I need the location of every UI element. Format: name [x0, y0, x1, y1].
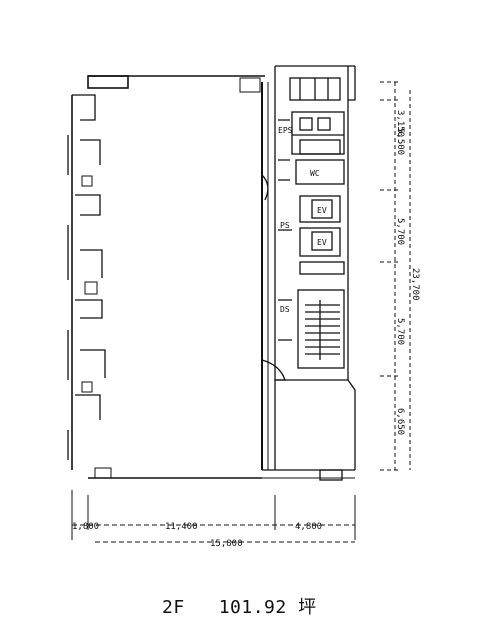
dim-right-mid: 5,700 [395, 218, 405, 245]
floor-label: 2F [162, 597, 185, 618]
dim-right-bottom: 6,650 [395, 408, 405, 435]
room-labels: EV EV PS EPS WC DS [278, 126, 327, 314]
wc-label: WC [310, 169, 320, 178]
dim-bottom-main: 11,400 [165, 522, 198, 532]
floor-area-unit: 坪 [298, 597, 317, 618]
floor-area-value: 101.92 [218, 597, 287, 618]
corner-block-tl [87, 75, 129, 89]
core-area [261, 65, 356, 470]
left-window-columns [67, 94, 106, 460]
dim-right-total: 23,700 [410, 268, 420, 301]
dim-bottom-total: 15,800 [210, 539, 243, 549]
ps-label: PS [280, 221, 290, 230]
dim-right-upper: 5,500 [395, 128, 405, 155]
dim-right-lower: 5,700 [395, 318, 405, 345]
dimension-labels: 3,150 5,500 5,700 5,700 6,650 23,700 1,8… [72, 110, 420, 549]
column-markers [81, 175, 112, 479]
dim-bottom-small: 1,800 [72, 522, 99, 532]
dim-right-top: 3,150 [395, 110, 405, 137]
stair-label: DS [280, 305, 290, 314]
bottom-dimension-lines [71, 490, 356, 543]
ev-label-2: EV [317, 238, 327, 247]
eps-label: EPS [278, 126, 293, 135]
floor-caption: 2F 101.92 坪 [162, 593, 317, 619]
dim-bottom-right: 4,800 [295, 522, 322, 532]
right-dimension-lines [380, 81, 411, 471]
ev-label-1: EV [317, 206, 327, 215]
lower-right-area [262, 379, 356, 481]
